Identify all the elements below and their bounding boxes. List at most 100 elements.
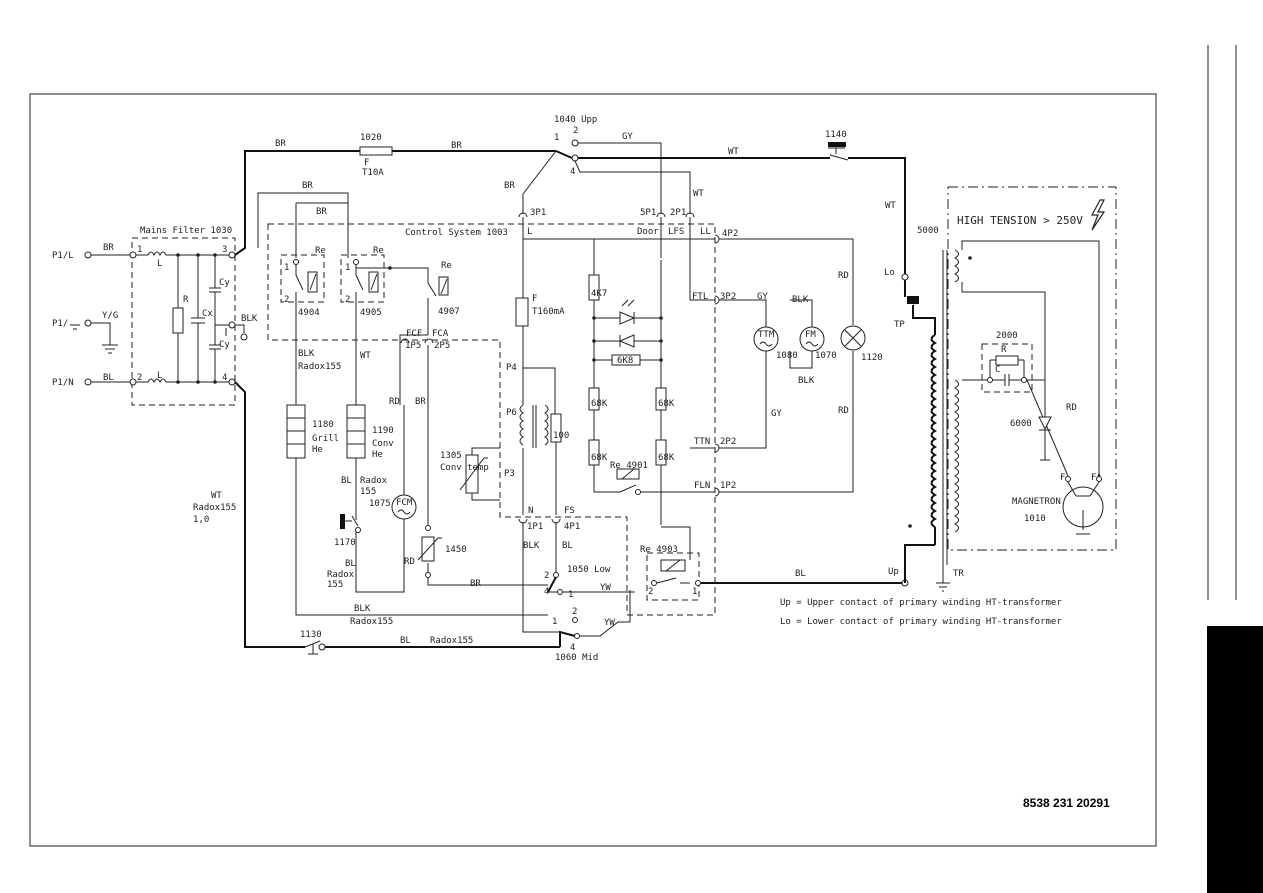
text-labels-r68k: 68K xyxy=(591,453,608,463)
text-labels-p4p2: 4P2 xyxy=(722,229,738,239)
text-labels-fm-num: 1070 xyxy=(815,351,837,361)
text-labels-r4905: 4905 xyxy=(360,308,382,318)
mains-filter-1030: Mains Filter 1030 1 2 3 4 L L R Cx Cy Cy… xyxy=(129,226,258,406)
text-labels-wt: WT xyxy=(693,189,704,199)
text-labels-n2: 2 xyxy=(544,571,549,581)
text-labels-n155: 155 xyxy=(360,487,376,497)
text-labels-fuse-f: F xyxy=(532,294,537,304)
text-labels-blk: BLK xyxy=(354,604,371,614)
text-labels-gy: GY xyxy=(757,292,768,302)
text-labels-l: L xyxy=(157,259,162,269)
switch-1040: 1040 Upp 1 2 4 GY WT WT BR xyxy=(504,115,906,275)
text-labels-fcm-num: 1075 xyxy=(369,499,391,509)
switch-1170: 1170 BL Radox 155 xyxy=(327,514,385,593)
diagram-frame xyxy=(29,93,1157,847)
text-labels-ftl: FTL xyxy=(692,292,708,302)
text-labels-rd: RD xyxy=(389,397,400,407)
text-labels-re: Re xyxy=(441,261,452,271)
text-labels-n2: 2 xyxy=(572,607,577,617)
text-labels-magnetron: MAGNETRON xyxy=(1012,497,1061,507)
text-labels-p2p2: 2P2 xyxy=(720,437,736,447)
text-labels-lamp: 1120 xyxy=(861,353,883,363)
text-labels-ttm-num: 1080 xyxy=(776,351,798,361)
text-labels-p1p5: 1P5 xyxy=(405,341,421,351)
loads: RD RD 1120 TTM 1080 GY GY FM 1070 BLK BL… xyxy=(719,238,883,493)
text-labels-ll: LL xyxy=(700,227,711,237)
text-labels-bl: BL xyxy=(341,476,352,486)
text-labels-p3: P3 xyxy=(504,469,515,479)
text-labels-yw: YW xyxy=(604,618,615,628)
switch-1140: 1140 WT xyxy=(825,130,896,211)
label-control-system: Control System 1003 xyxy=(405,228,508,238)
text-labels-radox: Radox xyxy=(360,476,388,486)
text-labels-radox: Radox xyxy=(327,570,355,580)
text-labels-l: L xyxy=(527,227,532,237)
text-labels-fs: FS xyxy=(564,506,575,516)
ht-transformer-5000: 5000 Lo TP TR xyxy=(884,226,972,592)
text-labels-sw1170: 1170 xyxy=(334,538,356,548)
text-labels-p6: P6 xyxy=(506,408,517,418)
text-labels-gy: GY xyxy=(622,132,633,142)
text-labels-p2p1: 2P1 xyxy=(670,208,686,218)
text-labels-cy: Cy xyxy=(219,278,230,288)
text-labels-r68k: 68K xyxy=(658,399,675,409)
text-labels-rd: RD xyxy=(838,406,849,416)
high-tension-warning: HIGH TENSION > 250V xyxy=(957,214,1083,227)
text-labels-bl: BL xyxy=(562,541,573,551)
text-labels-f1020: 1020 xyxy=(360,133,382,143)
text-labels-t1450: 1450 xyxy=(445,545,467,555)
text-labels-radox155: Radox155 xyxy=(430,636,473,646)
text-labels-n1: 1 xyxy=(345,263,350,273)
text-labels-br: BR xyxy=(275,139,286,149)
text-labels-n1: 1 xyxy=(552,617,557,627)
text-labels-ttn: TTN xyxy=(694,437,710,447)
text-labels-r4904: 4904 xyxy=(298,308,320,318)
text-labels-re4903: Re 4903 xyxy=(640,545,678,555)
fcm-motor-1075: RD FCM 1075 xyxy=(369,397,417,593)
wire-neutral-bl xyxy=(234,381,560,648)
text-labels-fln: FLN xyxy=(694,481,710,491)
label-mains-filter: Mains Filter 1030 xyxy=(140,226,232,236)
text-labels-p2p5: 2P5 xyxy=(434,341,450,351)
text-labels-n: N xyxy=(528,506,533,516)
part-number: 8538 231 20291 xyxy=(1023,796,1110,810)
text-labels-one-zero: 1,0 xyxy=(193,515,209,525)
text-labels-lo: Lo xyxy=(884,268,895,278)
text-labels-c: C xyxy=(995,365,1000,375)
text-labels-rd: RD xyxy=(838,271,849,281)
text-labels-d6000: 6000 xyxy=(1010,419,1032,429)
control-system-1003: Control System 1003 3P1 5P1 2P1 4P2 L Do… xyxy=(267,208,738,616)
text-labels-cx: Cx xyxy=(202,309,213,319)
relays: BR BR Re Re 1 2 1 2 4904 4905 Re 4907 FC… xyxy=(257,181,460,405)
text-labels-fcf: FCF xyxy=(406,329,422,339)
switch-1130: 1130 xyxy=(300,630,326,655)
text-labels-fcm: FCM xyxy=(396,498,413,508)
text-labels-n4: 4 xyxy=(222,373,227,383)
text-labels-wt: WT xyxy=(728,147,739,157)
text-labels-up: Up xyxy=(888,567,899,577)
text-labels-wt: WT xyxy=(885,201,896,211)
label-p1n: P1/N xyxy=(52,378,74,388)
text-labels-blk: BLK xyxy=(792,295,809,305)
text-labels-blk: BLK xyxy=(798,376,815,386)
text-labels-radox-10: Radox155 xyxy=(193,503,236,513)
text-labels-wt-radox: WT xyxy=(211,491,222,501)
text-labels-grill: Grill xyxy=(312,434,339,444)
text-labels-p1: 3P1 xyxy=(530,208,546,218)
text-labels-n2: 2 xyxy=(345,295,350,305)
text-labels-n4: 4 xyxy=(544,587,549,597)
label-p1e: P1/ xyxy=(52,319,68,329)
text-labels-p5p1: 5P1 xyxy=(640,208,656,218)
text-labels-br: BR xyxy=(504,181,515,191)
text-labels-n155: 155 xyxy=(327,580,343,590)
text-labels-bl: BL xyxy=(345,559,356,569)
relay-4903: Re 4903 2 1 BL Up xyxy=(640,526,905,601)
text-labels-r68k: 68K xyxy=(658,453,675,463)
text-labels-r68k: 68K xyxy=(591,399,608,409)
text-labels-p3p2: 3P2 xyxy=(720,292,736,302)
text-labels-p1p1: 1P1 xyxy=(527,522,543,532)
text-labels-sw1040: 1040 Upp xyxy=(554,115,597,125)
text-labels-h1180: 1180 xyxy=(312,420,334,430)
grill-heater-1180: BLK Radox155 1180 Grill He xyxy=(286,349,548,616)
text-labels-re: Re xyxy=(373,246,384,256)
